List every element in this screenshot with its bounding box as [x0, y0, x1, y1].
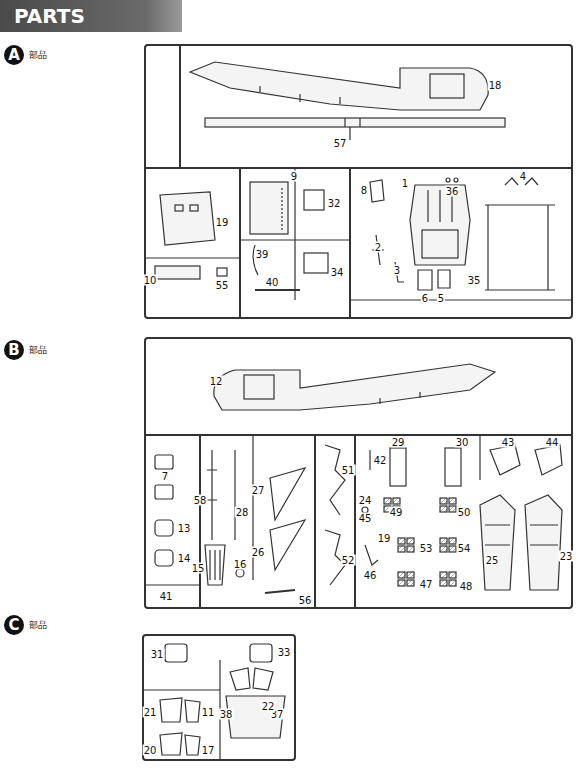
part-number: 9 [290, 171, 298, 182]
part-number: 34 [330, 267, 345, 278]
part-number: 4 [519, 171, 527, 182]
part-number: 43 [501, 437, 516, 448]
part-number: 18 [488, 80, 503, 91]
part-number: 27 [251, 485, 266, 496]
part-number: 45 [358, 513, 373, 524]
part-number: 46 [363, 570, 378, 581]
part-number: 16 [233, 559, 248, 570]
part-number: 8 [360, 185, 368, 196]
part-number: 19 [377, 533, 392, 544]
sprue-letter: B [4, 340, 24, 360]
part-number: 21 [143, 707, 158, 718]
part-number: 51 [341, 465, 356, 476]
part-number: 11 [201, 707, 216, 718]
part-number: 2 [374, 242, 382, 253]
part-number: 30 [455, 437, 470, 448]
sprue-letter: C [4, 615, 24, 635]
part-number: 40 [265, 277, 280, 288]
part-number: 53 [419, 543, 434, 554]
part-number: 32 [327, 198, 342, 209]
part-number: 14 [177, 553, 192, 564]
part-number: 33 [277, 647, 292, 658]
part-number: 20 [143, 745, 158, 756]
part-number: 58 [193, 495, 208, 506]
page-title: PARTS [0, 0, 182, 32]
part-number: 6 [421, 293, 429, 304]
part-number: 24 [358, 495, 373, 506]
part-number: 36 [445, 186, 460, 197]
parts-caption: 部品 [29, 48, 47, 62]
sprue-marker: A部品 [4, 45, 24, 65]
part-number: 12 [209, 376, 224, 387]
sprue-letter: A [4, 45, 24, 65]
part-number: 41 [159, 591, 174, 602]
part-number: 10 [143, 275, 158, 286]
part-number: 57 [333, 138, 348, 149]
part-number: 48 [459, 581, 474, 592]
part-number: 47 [419, 579, 434, 590]
sprue-marker: C部品 [4, 615, 24, 635]
part-number: 29 [391, 437, 406, 448]
part-number: 3 [393, 265, 401, 276]
part-number: 42 [373, 455, 388, 466]
part-number: 25 [485, 555, 500, 566]
part-number: 52 [341, 555, 356, 566]
part-number: 44 [545, 437, 560, 448]
part-number: 1 [401, 178, 409, 189]
part-number: 56 [298, 595, 313, 606]
part-number: 7 [161, 471, 169, 482]
part-number: 39 [255, 249, 270, 260]
part-number: 26 [251, 547, 266, 558]
part-number: 13 [177, 523, 192, 534]
part-number: 19 [215, 217, 230, 228]
part-number: 28 [235, 507, 250, 518]
part-number: 54 [457, 543, 472, 554]
part-number: 35 [467, 275, 482, 286]
part-number: 5 [437, 293, 445, 304]
part-number: 38 [219, 709, 234, 720]
part-number: 31 [150, 649, 165, 660]
part-number: 49 [389, 507, 404, 518]
parts-caption: 部品 [29, 343, 47, 357]
part-number: 15 [191, 563, 206, 574]
parts-caption: 部品 [29, 618, 47, 632]
part-number: 50 [457, 507, 472, 518]
part-number: 22 [261, 701, 276, 712]
part-number: 55 [215, 280, 230, 291]
sprue-marker: B部品 [4, 340, 24, 360]
part-number: 17 [201, 745, 216, 756]
part-number: 23 [559, 551, 574, 562]
header-band: PARTS [0, 0, 182, 32]
